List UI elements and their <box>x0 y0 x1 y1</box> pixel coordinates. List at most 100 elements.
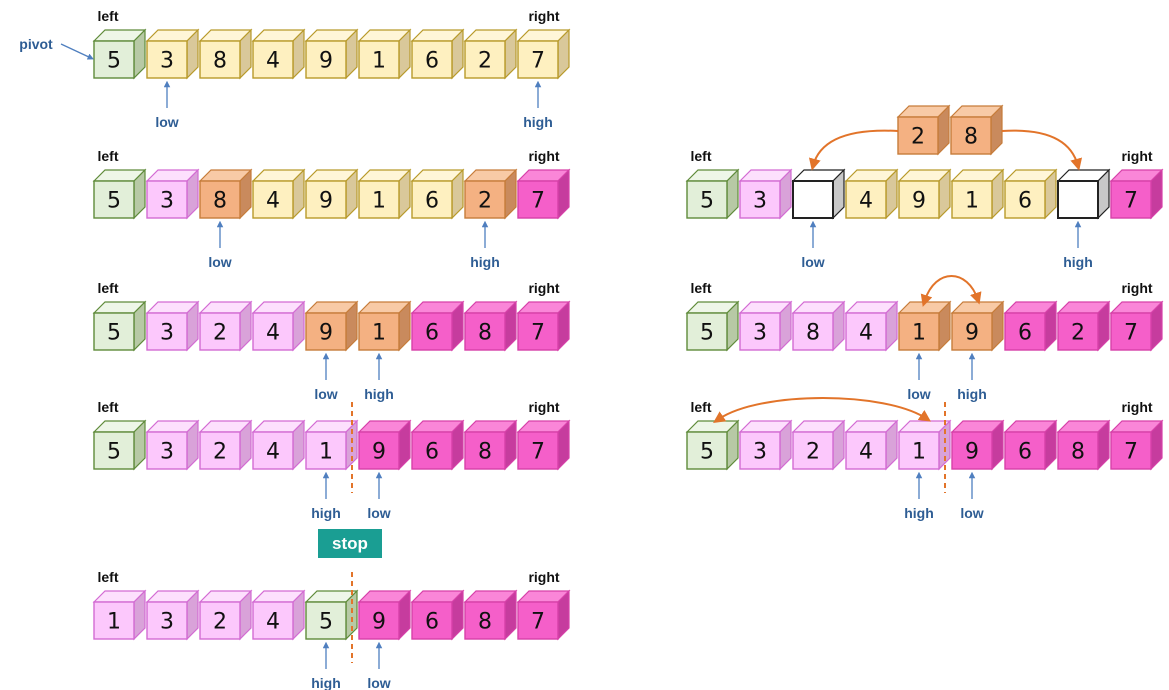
cell-value: 8 <box>964 125 978 150</box>
cube-front-face <box>1004 180 1046 219</box>
cube-front-face <box>951 431 993 470</box>
cell-value: 7 <box>531 189 545 214</box>
cell-value: 6 <box>1018 321 1032 346</box>
cell-value: 9 <box>372 440 386 465</box>
low-pointer-label: low <box>208 254 231 270</box>
lifted-cell: 8 <box>949 104 1004 156</box>
array-cell: 9 <box>357 419 412 471</box>
cube-front-face <box>199 40 241 79</box>
array-cell: 9 <box>897 168 952 220</box>
cell-value: 4 <box>266 440 280 465</box>
array-cell: 1 <box>92 589 147 641</box>
cube-front-face <box>517 431 559 470</box>
cube-front-face <box>1004 431 1046 470</box>
array-cell: 7 <box>516 589 571 641</box>
pivot-pointer-arrow <box>60 43 94 60</box>
array-cell: 8 <box>198 168 253 220</box>
cell-value: 1 <box>319 440 333 465</box>
cube-front-face <box>1004 312 1046 351</box>
array-cell: 4 <box>251 419 306 471</box>
cell-value: 9 <box>912 189 926 214</box>
cube-front-face <box>252 180 294 219</box>
cube-front-face <box>464 40 506 79</box>
cube-front-face <box>898 431 940 470</box>
low-pointer-label: low <box>801 254 824 270</box>
low-pointer-label: low <box>907 386 930 402</box>
cube-front-face <box>146 312 188 351</box>
array-cell: 8 <box>1056 419 1111 471</box>
cube-front-face <box>951 312 993 351</box>
cell-value: 6 <box>1018 189 1032 214</box>
cell-value: 4 <box>266 49 280 74</box>
cell-value: 5 <box>107 440 121 465</box>
cell-value: 5 <box>700 189 714 214</box>
cube-front-face <box>686 431 728 470</box>
cube-front-face <box>1110 312 1152 351</box>
array-cell: 7 <box>1109 168 1164 220</box>
cell-value: 1 <box>372 321 386 346</box>
array-cell: 8 <box>198 28 253 80</box>
cell-value: 8 <box>478 321 492 346</box>
low-pointer-label: low <box>367 675 390 690</box>
cell-value: 6 <box>425 189 439 214</box>
swap-arrow <box>808 129 899 171</box>
cell-value: 3 <box>160 610 174 635</box>
cube-front-face <box>358 431 400 470</box>
array-cell: 5 <box>685 300 740 352</box>
array-cell: 4 <box>251 28 306 80</box>
stop-badge: stop <box>318 529 382 558</box>
cell-value: 5 <box>700 321 714 346</box>
array-cell: 7 <box>1109 300 1164 352</box>
cube-front-face <box>792 180 834 219</box>
cell-value: 7 <box>531 49 545 74</box>
array-cell: 6 <box>1003 300 1058 352</box>
cell-value: 7 <box>1124 189 1138 214</box>
cube-front-face <box>411 601 453 640</box>
cell-value: 3 <box>160 440 174 465</box>
cube-front-face <box>252 431 294 470</box>
array-cell: 7 <box>516 168 571 220</box>
cube-front-face <box>1057 180 1099 219</box>
cell-value: 8 <box>478 440 492 465</box>
cube-front-face <box>411 40 453 79</box>
cube-front-face <box>517 601 559 640</box>
cube-front-face <box>358 180 400 219</box>
cube-front-face <box>93 40 135 79</box>
cube-front-face <box>464 180 506 219</box>
cube-front-face <box>411 312 453 351</box>
array-cell: 2 <box>198 300 253 352</box>
cube-front-face <box>93 312 135 351</box>
array-cell: 1 <box>950 168 1005 220</box>
cell-value: 3 <box>753 189 767 214</box>
cube-front-face <box>517 40 559 79</box>
cell-value: 1 <box>372 49 386 74</box>
cube-front-face <box>686 312 728 351</box>
cube-front-face <box>305 312 347 351</box>
array-cell: 1 <box>897 419 952 471</box>
cell-value: 1 <box>965 189 979 214</box>
high-pointer-label: high <box>957 386 987 402</box>
array-cell: 6 <box>410 28 465 80</box>
array-cell: 8 <box>463 419 518 471</box>
cell-value: 8 <box>213 49 227 74</box>
cube-front-face <box>93 431 135 470</box>
array-cell: 3 <box>145 300 200 352</box>
array-cell: 5 <box>92 168 147 220</box>
cell-value: 1 <box>912 440 926 465</box>
cube-front-face <box>146 431 188 470</box>
cube-front-face <box>93 601 135 640</box>
array-cell: 5 <box>685 419 740 471</box>
right-label: right <box>528 8 559 24</box>
left-label: left <box>98 148 119 164</box>
array-cell: 9 <box>950 419 1005 471</box>
cell-value: 2 <box>478 189 492 214</box>
cell-value: 8 <box>806 321 820 346</box>
cube-front-face <box>898 180 940 219</box>
cell-value: 9 <box>965 440 979 465</box>
cube-front-face <box>146 601 188 640</box>
cell-value: 3 <box>160 49 174 74</box>
high-pointer-label: high <box>364 386 394 402</box>
